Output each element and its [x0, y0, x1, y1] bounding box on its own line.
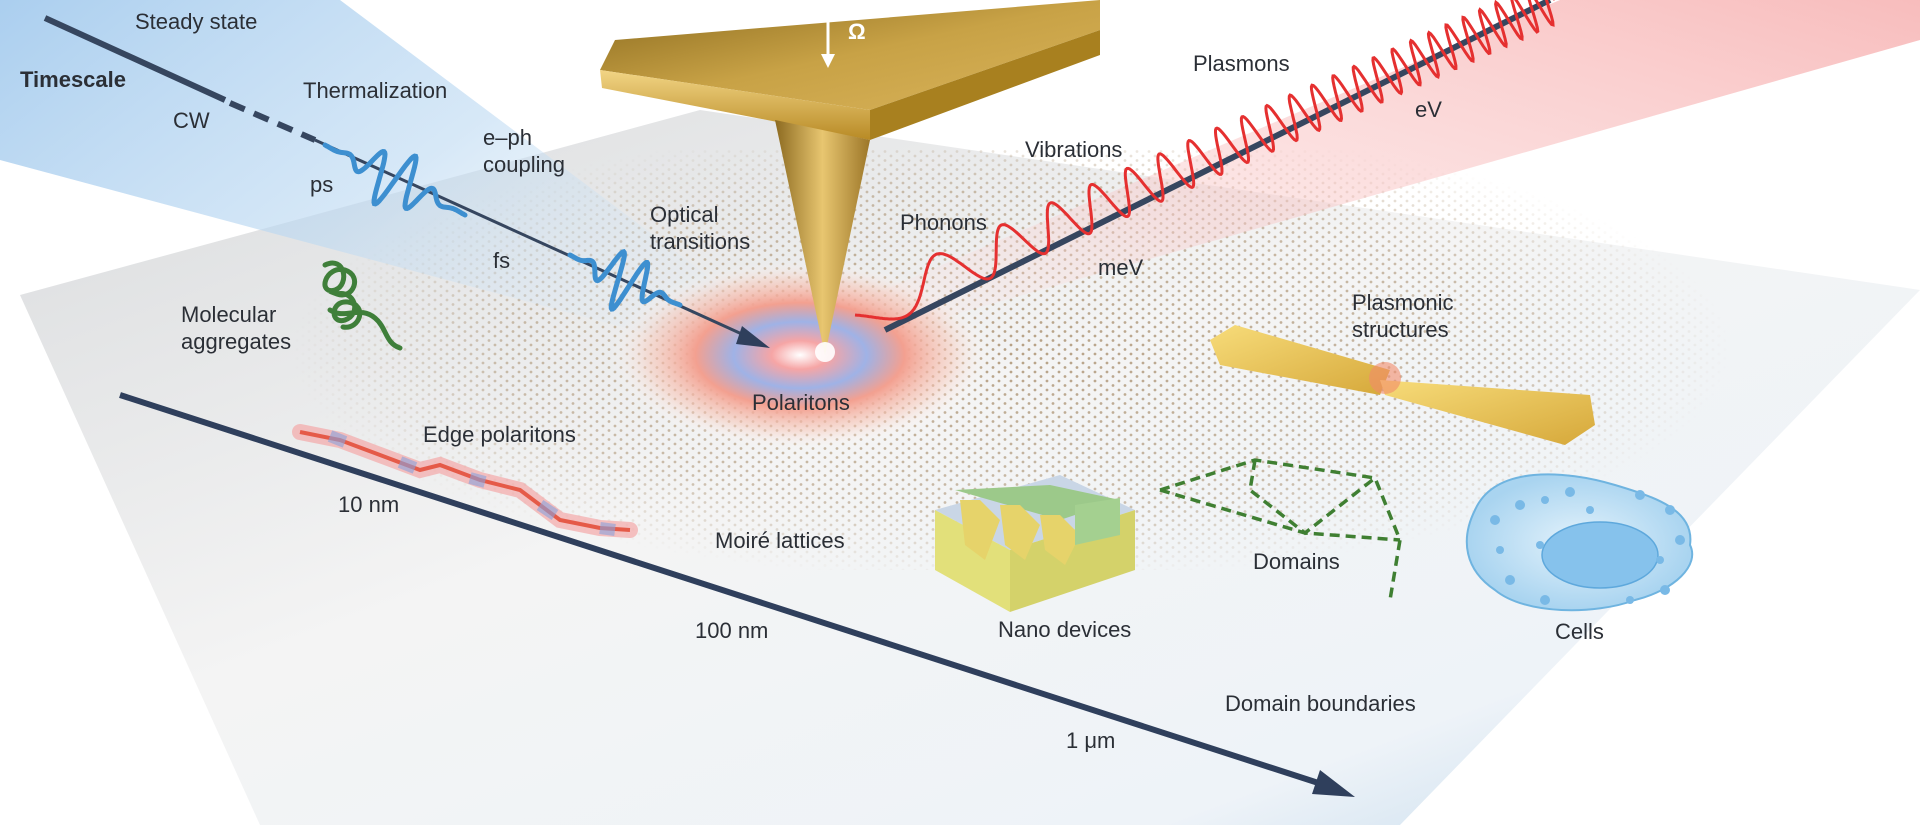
label-vibrations: Vibrations — [1025, 136, 1122, 163]
label-10nm: 10 nm — [338, 491, 399, 518]
label-plasmonic-structures: Plasmonic structures — [1352, 289, 1453, 343]
label-optical-transitions: Optical transitions — [650, 201, 750, 255]
label-omega: Ω — [848, 18, 866, 45]
label-cw: CW — [173, 107, 210, 134]
label-cells: Cells — [1555, 618, 1604, 645]
label-steady-state: Steady state — [135, 8, 257, 35]
label-mev: meV — [1098, 254, 1143, 281]
label-1um: 1 μm — [1066, 727, 1115, 754]
label-fs: fs — [493, 247, 510, 274]
label-domain-boundaries: Domain boundaries — [1225, 690, 1416, 717]
label-plasmons: Plasmons — [1193, 50, 1290, 77]
label-phonons: Phonons — [900, 209, 987, 236]
label-molecular-aggregates: Molecular aggregates — [181, 301, 291, 355]
label-moire-lattices: Moiré lattices — [715, 527, 845, 554]
label-eph-coupling: e–ph coupling — [483, 124, 565, 178]
label-polaritons: Polaritons — [752, 389, 850, 416]
label-thermalization: Thermalization — [303, 77, 447, 104]
label-timescale: Timescale — [20, 66, 126, 93]
label-ps: ps — [310, 171, 333, 198]
label-domains: Domains — [1253, 548, 1340, 575]
label-ev: eV — [1415, 96, 1442, 123]
label-100nm: 100 nm — [695, 617, 768, 644]
polariton-glow — [610, 260, 990, 450]
label-nano-devices: Nano devices — [998, 616, 1131, 643]
label-edge-polaritons: Edge polaritons — [423, 421, 576, 448]
